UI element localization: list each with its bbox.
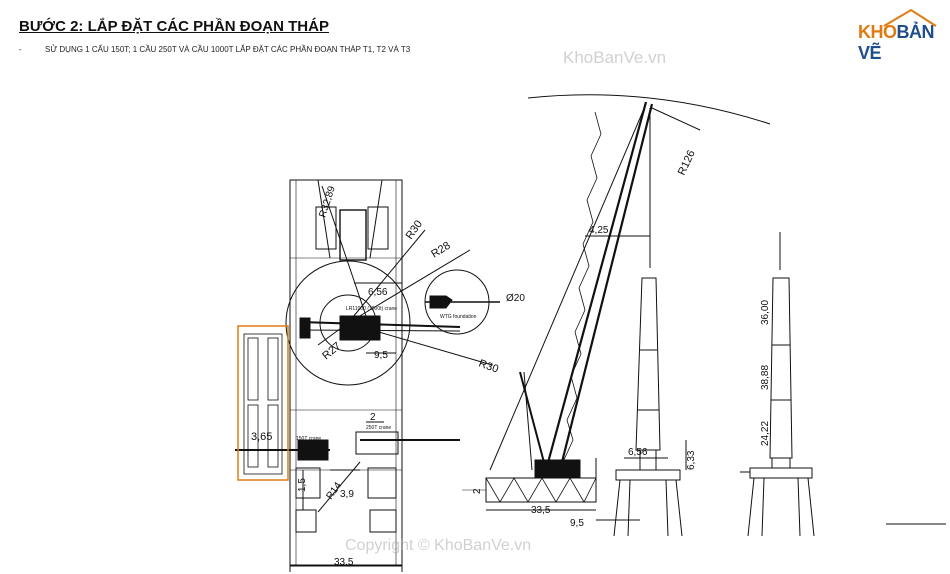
label-335-plan: 33,5 (334, 557, 354, 568)
component-barge-highlight (237, 325, 289, 481)
swing-radius-circle (285, 260, 411, 386)
page-title: BƯỚC 2: LẮP ĐẶT CÁC PHẦN ĐOẠN THÁP (19, 18, 329, 35)
label-2-elev: 2 (472, 488, 483, 494)
label-r3289: R32,89 (317, 184, 338, 218)
logo-text-banve: BẢN VẼ (858, 22, 935, 63)
label-365: 3,65 (251, 431, 272, 443)
label-crane-1000: LR11000 (1000t) crane (346, 306, 397, 312)
label-r28: R28 (429, 240, 452, 261)
label-2-plan: 2 (370, 412, 376, 423)
watermark-top: KhoBanVe.vn (563, 48, 667, 67)
label-95-plan: 9,5 (374, 350, 388, 361)
boom-radius-arc (527, 94, 771, 125)
subtitle-line: - SỬ DỤNG 1 CẨU 150T; 1 CẦU 250T VÀ CẦU 1… (19, 45, 410, 54)
label-95-elev: 9,5 (570, 518, 584, 529)
brand-logo: KHOBẢN VẼ (858, 22, 950, 64)
plan-view (235, 179, 500, 572)
label-2422: 24,22 (760, 421, 771, 446)
label-425: 4,25 (589, 225, 609, 236)
label-r27: R27 (320, 340, 343, 362)
logo-roof-icon (883, 8, 937, 27)
component-barge-contents (243, 333, 283, 475)
label-3888: 38,88 (760, 365, 771, 390)
label-15: 1,5 (297, 478, 308, 492)
label-phi20: Ø20 (506, 293, 525, 304)
label-r30-top: R30 (404, 218, 425, 241)
label-crane-250: 250T crane (366, 425, 391, 431)
label-crane-150: 150T crane (296, 436, 321, 442)
watermark-bottom: Copyright © KhoBanVe.vn (345, 537, 532, 554)
label-656-plan: 6,56 (368, 287, 388, 298)
label-wtg-foundation: WTG foundation (440, 314, 477, 320)
label-335-elev: 33,5 (531, 505, 551, 516)
label-r126: R126 (676, 148, 698, 177)
logo-text-kho: KHO (858, 22, 897, 42)
label-656-elev: 6,56 (628, 447, 648, 458)
label-39: 3,9 (340, 489, 354, 500)
label-r30-bottom: R30 (477, 358, 500, 376)
label-633: 6,33 (686, 450, 697, 470)
subtitle-text: SỬ DỤNG 1 CẨU 150T; 1 CẦU 250T VÀ CẦU 10… (45, 45, 411, 54)
label-3600: 36,00 (760, 300, 771, 325)
elevation-view (462, 94, 946, 537)
barge-outline (289, 179, 403, 566)
bullet-dash: - (19, 45, 22, 54)
